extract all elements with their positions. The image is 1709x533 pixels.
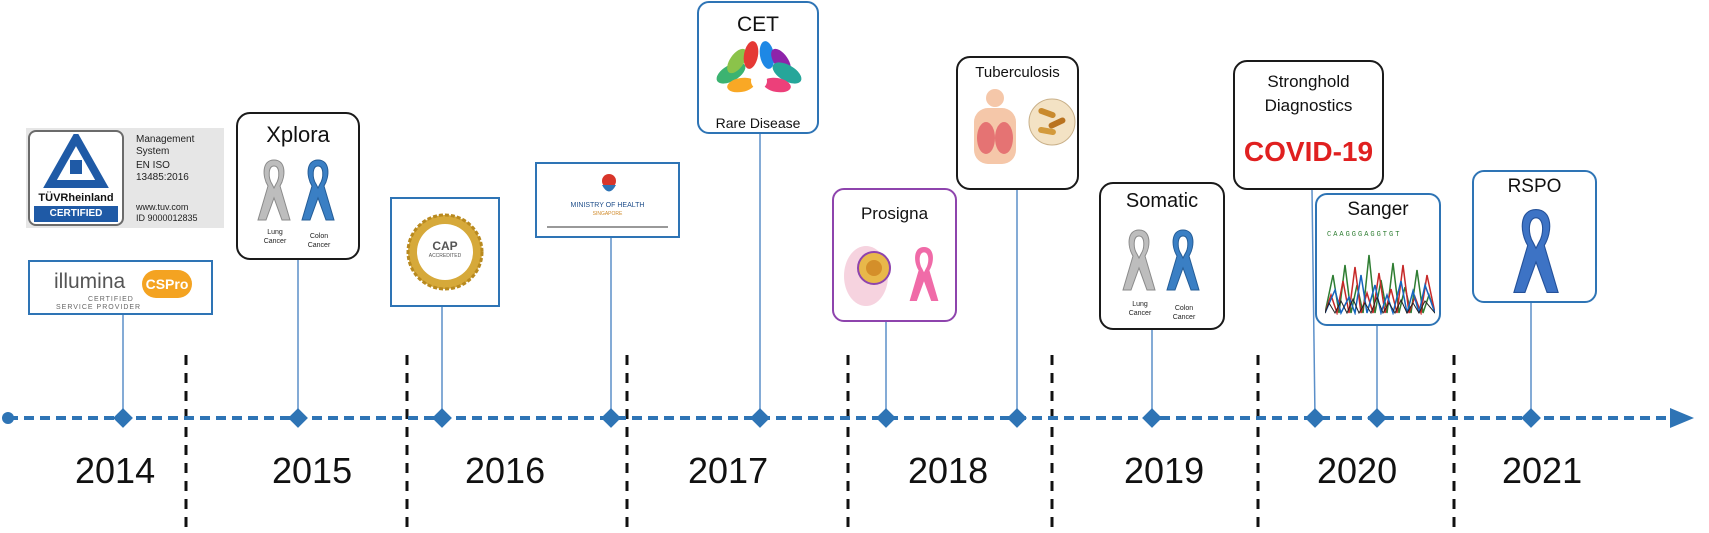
lungs-icon bbox=[974, 89, 1016, 164]
blue-ribbon-icon bbox=[1513, 208, 1559, 294]
cet-card: CET Rare Disease bbox=[697, 1, 819, 134]
marker-stronghold bbox=[1305, 408, 1325, 428]
grey-ribbon-icon bbox=[257, 159, 291, 221]
xplora-lung-label: Lung Cancer bbox=[263, 229, 287, 245]
tuv-line-2: System bbox=[136, 146, 170, 157]
grey-ribbon-icon bbox=[1122, 229, 1156, 291]
xplora-title: Xplora bbox=[266, 122, 330, 147]
year-label-2021: 2021 bbox=[1502, 450, 1583, 491]
rspo-title: RSPO bbox=[1507, 176, 1562, 197]
tuberculosis-card: Tuberculosis bbox=[956, 56, 1079, 190]
cap-subtext: ACCREDITED bbox=[428, 253, 462, 259]
cet-subtitle: Rare Disease bbox=[715, 115, 801, 131]
year-label-2018: 2018 bbox=[908, 450, 989, 491]
marker-2014 bbox=[113, 408, 133, 428]
marker-cet bbox=[750, 408, 770, 428]
tuv-id: ID 9000012835 bbox=[136, 213, 198, 223]
cet-title: CET bbox=[737, 13, 779, 36]
prosigna-card: Prosigna bbox=[832, 188, 957, 322]
timeline-arrow-icon bbox=[1670, 408, 1694, 428]
marker-rspo bbox=[1521, 408, 1541, 428]
somatic-title: Somatic bbox=[1125, 190, 1199, 212]
sanger-title: Sanger bbox=[1347, 199, 1409, 220]
pink-ribbon-icon bbox=[909, 247, 939, 301]
tuv-logo: TÜVRheinland CERTIFIED bbox=[28, 130, 124, 226]
moh-subtitle: SINGAPORE bbox=[592, 211, 623, 217]
blue-ribbon-icon bbox=[301, 159, 335, 221]
moh-singapore: MINISTRY OF HEALTH SINGAPORE bbox=[535, 162, 680, 238]
illumina-service-provider: SERVICE PROVIDER bbox=[56, 304, 142, 311]
cap-seal-icon bbox=[406, 213, 484, 291]
tuberculosis-title: Tuberculosis bbox=[975, 64, 1060, 81]
year-label-2020: 2020 bbox=[1317, 450, 1398, 491]
marker-cap bbox=[432, 408, 452, 428]
tuv-certificate: TÜVRheinland CERTIFIED Management System… bbox=[26, 128, 224, 228]
marker-somatic bbox=[1142, 408, 1162, 428]
hands-icon bbox=[716, 41, 802, 93]
illumina-cspro-badge: CSPro bbox=[142, 270, 192, 298]
marker-sanger bbox=[1367, 408, 1387, 428]
connector-lines bbox=[122, 134, 1532, 419]
tuv-triangle-icon bbox=[43, 134, 109, 188]
somatic-colon-label: Colon Cancer bbox=[1172, 305, 1196, 321]
timeline-markers bbox=[113, 408, 1541, 428]
marker-prosigna bbox=[876, 408, 896, 428]
moh-emblem-icon bbox=[602, 174, 616, 192]
prosigna-title: Prosigna bbox=[860, 204, 929, 223]
covid-19-badge: COVID-19 bbox=[1243, 136, 1374, 167]
year-label-2014: 2014 bbox=[75, 450, 156, 491]
cap-text: CAP bbox=[432, 239, 458, 253]
rspo-card: RSPO bbox=[1472, 170, 1597, 303]
year-dividers bbox=[184, 355, 1456, 533]
illumina-cspro-logo: illumina CSPro CERTIFIED SERVICE PROVIDE… bbox=[28, 260, 213, 315]
stronghold-title-line2: Diagnostics bbox=[1264, 96, 1353, 115]
tuv-certified-badge: CERTIFIED bbox=[34, 206, 118, 222]
bacteria-icon bbox=[1028, 98, 1076, 146]
year-label-2019: 2019 bbox=[1124, 450, 1205, 491]
year-label-2016: 2016 bbox=[465, 450, 546, 491]
blue-ribbon-icon bbox=[1166, 229, 1200, 291]
chromatogram-icon bbox=[1325, 254, 1435, 315]
tuv-line-3: EN ISO bbox=[136, 160, 170, 171]
moh-footer-rule bbox=[547, 226, 668, 228]
cap-accreditation: CAP ACCREDITED bbox=[390, 197, 500, 307]
tuv-line-4: 13485:2016 bbox=[136, 172, 189, 183]
breast-anatomy-icon bbox=[844, 246, 891, 306]
xplora-colon-label: Colon Cancer bbox=[307, 233, 331, 249]
stronghold-card: Stronghold Diagnostics COVID-19 bbox=[1233, 60, 1384, 190]
tuv-url: www.tuv.com bbox=[136, 202, 189, 212]
year-label-2015: 2015 bbox=[272, 450, 353, 491]
xplora-card: Xplora Lung Cancer Colon Cancer bbox=[236, 112, 360, 260]
year-label-2017: 2017 bbox=[688, 450, 769, 491]
moh-title: MINISTRY OF HEALTH bbox=[570, 202, 645, 209]
sanger-card: Sanger CAAGGGAGGTGT bbox=[1315, 193, 1441, 326]
marker-tuberculosis bbox=[1007, 408, 1027, 428]
tuv-line-1: Management bbox=[136, 134, 195, 145]
somatic-card: Somatic Lung Cancer Colon Cancer bbox=[1099, 182, 1225, 330]
marker-moh bbox=[601, 408, 621, 428]
stronghold-title-line1: Stronghold bbox=[1267, 72, 1350, 91]
timeline-axis bbox=[2, 408, 1694, 428]
connector-stronghold bbox=[1311, 189, 1316, 419]
somatic-lung-label: Lung Cancer bbox=[1128, 301, 1152, 317]
illumina-certified: CERTIFIED bbox=[88, 296, 134, 303]
tuv-logo-text: TÜVRheinland bbox=[38, 192, 114, 204]
sanger-sequence: CAAGGGAGGTGT bbox=[1327, 231, 1402, 239]
illumina-brand: illumina bbox=[54, 270, 126, 293]
marker-xplora bbox=[288, 408, 308, 428]
